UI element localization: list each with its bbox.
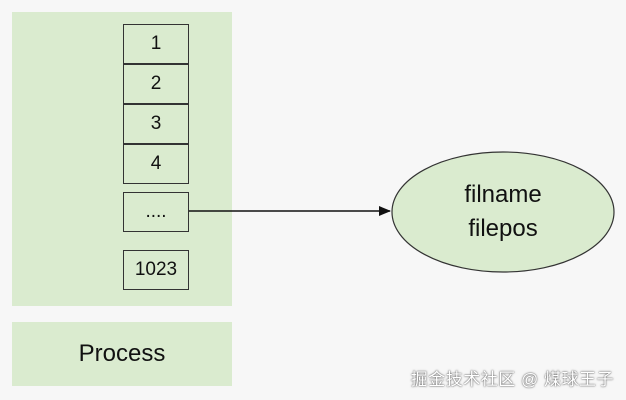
fd-cell-4: 4	[123, 144, 189, 184]
fd-cell-1: 1	[123, 24, 189, 64]
watermark-text: 掘金技术社区 @ 煤球王子	[410, 370, 614, 389]
process-label-box: Process	[12, 322, 232, 386]
fd-cell-ellipsis: ....	[123, 192, 189, 232]
file-object-filename: filname	[464, 181, 542, 208]
fd-cell-3: 3	[123, 104, 189, 144]
fd-cell-1023: 1023	[123, 250, 189, 290]
fd-cell-2: 2	[123, 64, 189, 104]
process-label: Process	[78, 340, 166, 367]
process-memory-panel	[12, 12, 232, 306]
file-object-text: filname filepos	[392, 152, 614, 272]
file-object-filepos: filepos	[468, 215, 538, 242]
file-object-ellipse	[391, 151, 615, 273]
